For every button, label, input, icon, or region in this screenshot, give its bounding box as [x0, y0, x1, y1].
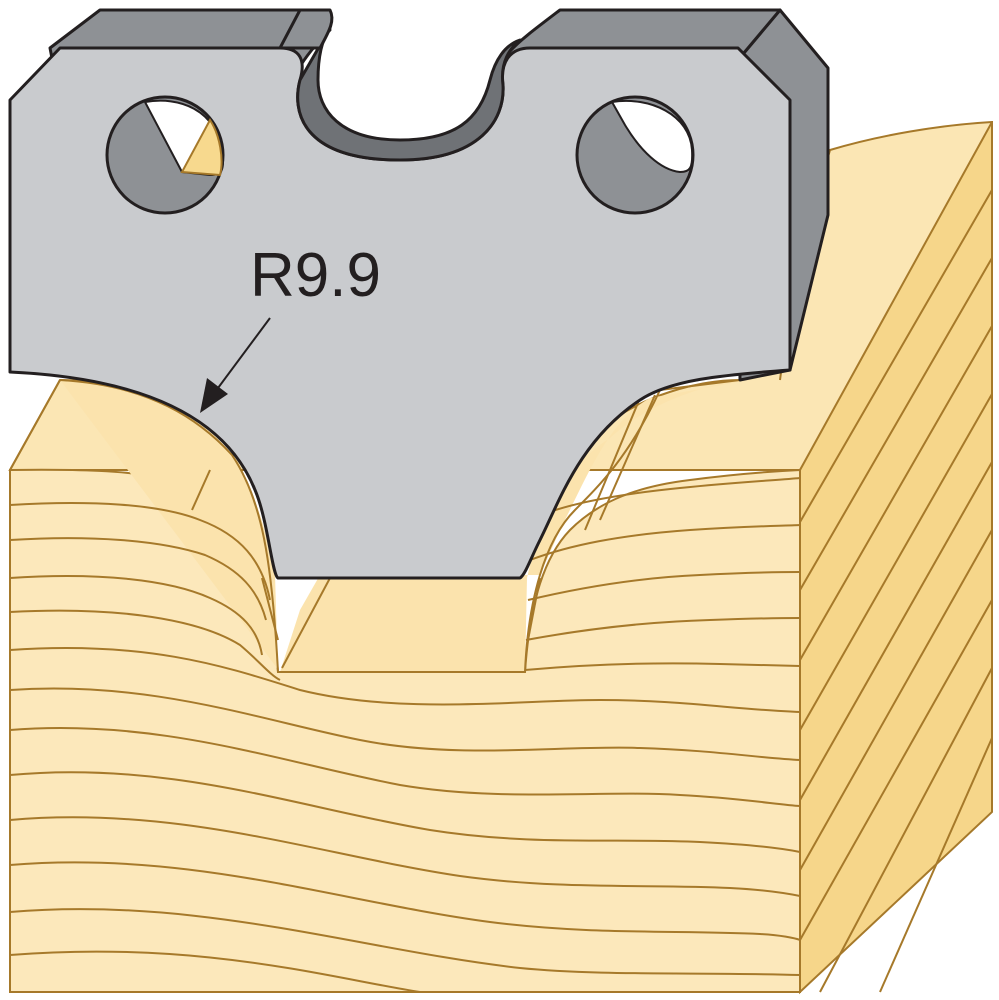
left-mounting-hole	[105, 95, 225, 215]
blade-notch-inner	[296, 26, 522, 162]
radius-callout: R9.9	[200, 241, 381, 413]
wood-block	[8, 120, 993, 995]
radius-label: R9.9	[250, 241, 381, 310]
groove-edges	[9, 379, 741, 673]
blade-corner-left	[278, 8, 334, 50]
right-mounting-hole	[575, 95, 695, 215]
knife-blade	[8, 8, 830, 580]
leader-arrowhead	[200, 378, 228, 413]
leader-line	[217, 317, 271, 389]
cut-groove	[60, 378, 760, 672]
end-grain-lines	[799, 189, 993, 993]
front-grain-lines	[9, 477, 801, 993]
